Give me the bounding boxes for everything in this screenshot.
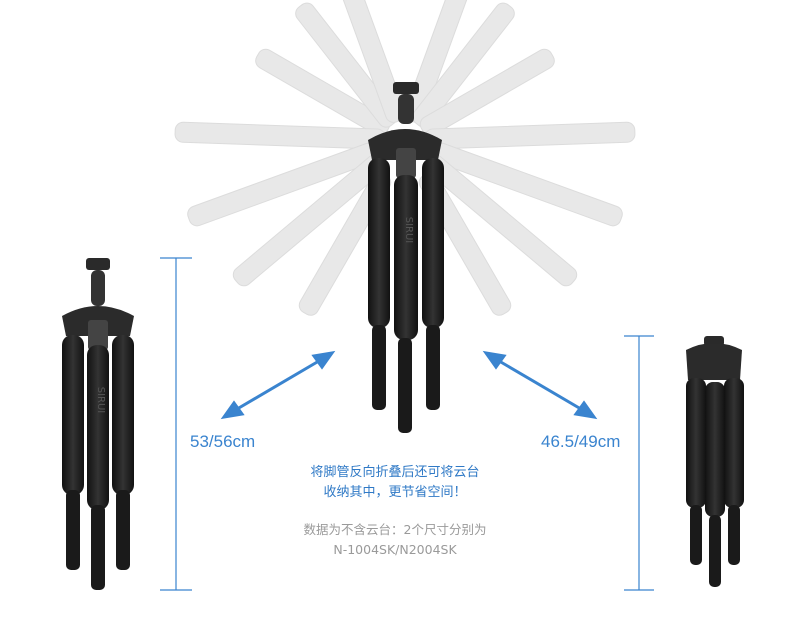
- dimension-bracket-left: [160, 257, 192, 591]
- note-line-1: 数据为不含云台：2个尺寸分别为: [303, 522, 487, 537]
- caption-main: 将脚管反向折叠后还可将云台 收纳其中，更节省空间！: [230, 463, 560, 503]
- tripod-left: SIRUI: [62, 258, 134, 590]
- tripod-center: SIRUI: [368, 82, 444, 433]
- tripod-right-folded: [686, 336, 744, 587]
- dimension-bracket-right: [624, 335, 654, 591]
- brand-mark-center: SIRUI: [403, 217, 414, 244]
- ghost-legs: [174, 0, 636, 316]
- caption-note: 数据为不含云台：2个尺寸分别为 N-1004SK/N2004SK: [230, 520, 560, 560]
- brand-mark-left: SIRUI: [95, 387, 106, 414]
- height-label-left: 53/56cm: [190, 432, 256, 451]
- caption-line-2: 收纳其中，更节省空间！: [323, 485, 467, 500]
- height-label-right: 46.5/49cm: [541, 432, 621, 451]
- arrow-left: [220, 350, 336, 420]
- caption-line-1: 将脚管反向折叠后还可将云台: [310, 465, 480, 480]
- note-line-2: N-1004SK/N2004SK: [333, 542, 457, 557]
- arrow-right: [482, 350, 598, 420]
